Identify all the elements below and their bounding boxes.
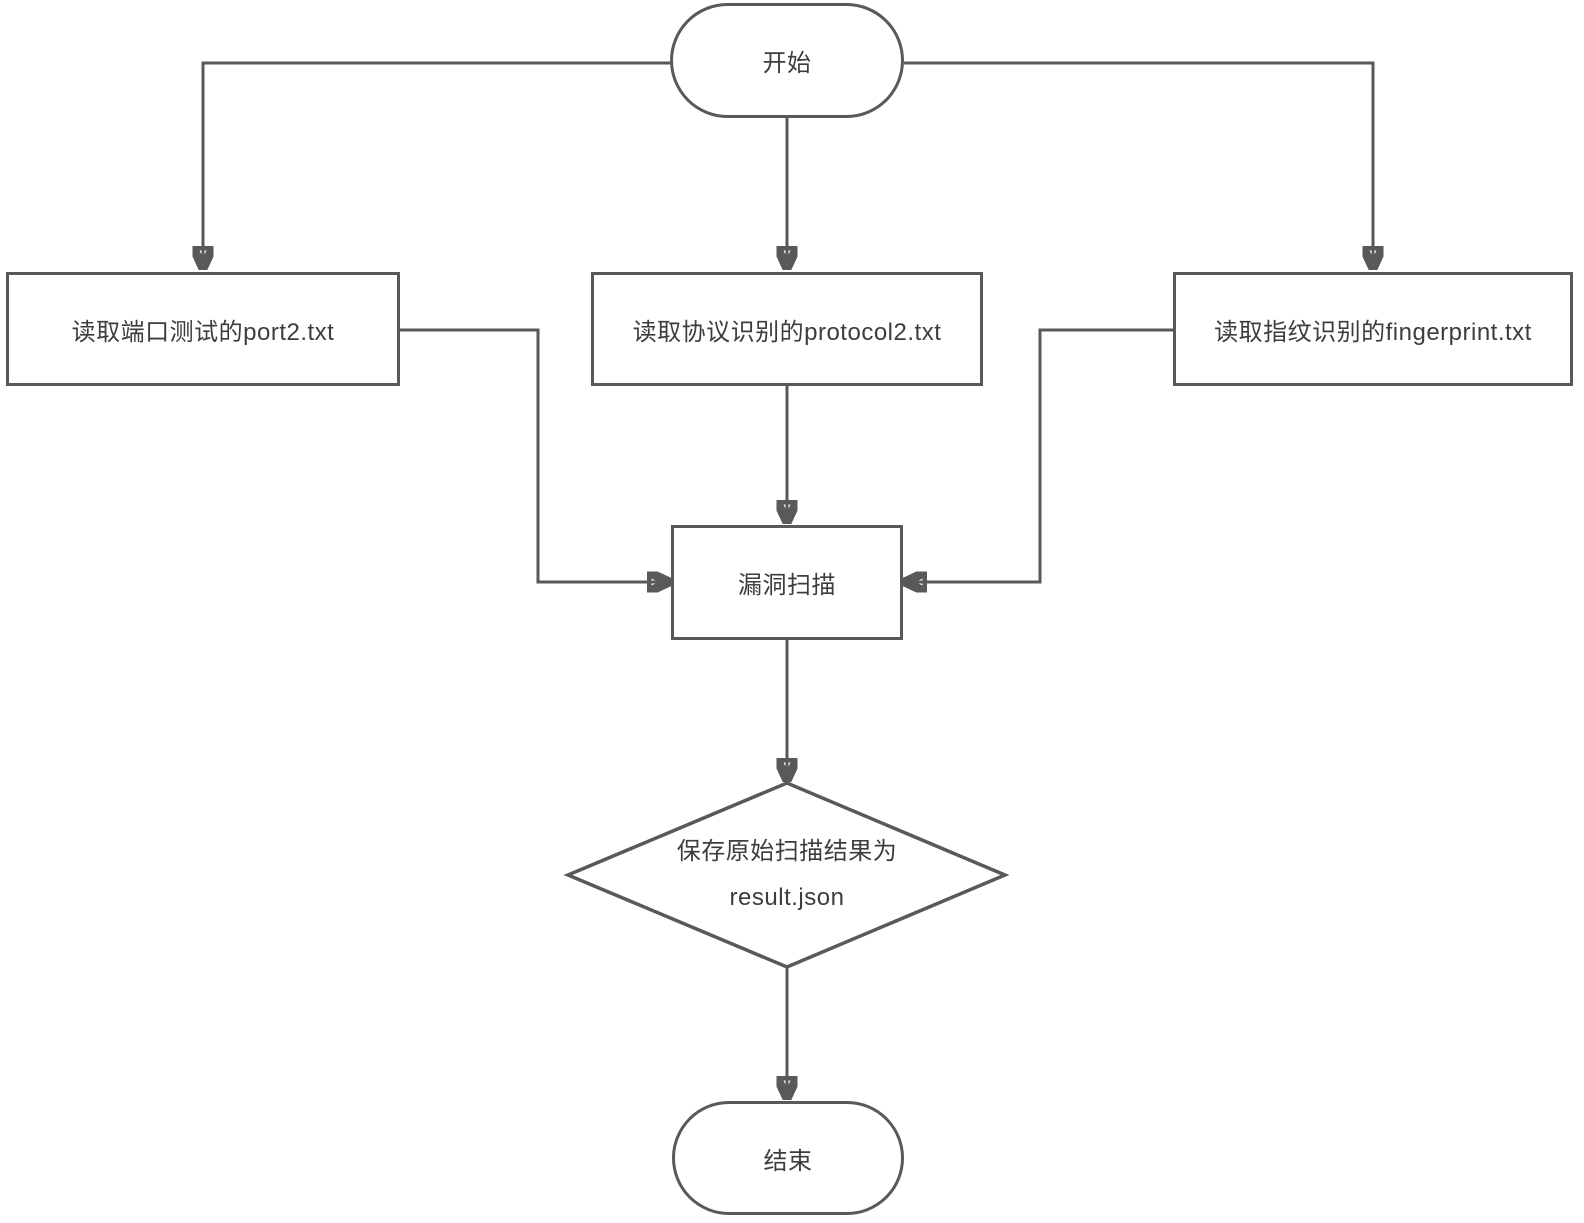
node-start-label: 开始 <box>762 50 812 77</box>
node-read-fingerprint[interactable]: 读取指纹识别的fingerprint.txt <box>1173 272 1573 386</box>
node-end[interactable]: 结束 <box>672 1101 904 1215</box>
node-save-result-label-line1: 保存原始扫描结果为 <box>676 838 898 865</box>
node-save-result-label: 保存原始扫描结果为 result.json <box>587 822 987 928</box>
node-read-protocol-label: 读取协议识别的protocol2.txt <box>632 318 942 346</box>
node-start[interactable]: 开始 <box>670 3 904 118</box>
edge-start-to-read-fingerprint <box>904 61 1373 267</box>
edge-read-fingerprint-to-scan <box>906 328 1173 582</box>
node-scan[interactable]: 漏洞扫描 <box>671 525 903 640</box>
node-read-port-label: 读取端口测试的port2.txt <box>71 318 335 346</box>
edge-start-to-read-port <box>203 61 670 267</box>
node-save-result-label-line2: result.json <box>729 884 845 911</box>
decision-node-shape[interactable] <box>563 781 1010 969</box>
node-end-label: 结束 <box>763 1147 813 1175</box>
node-read-protocol[interactable]: 读取协议识别的protocol2.txt <box>591 272 983 386</box>
node-read-port[interactable]: 读取端口测试的port2.txt <box>6 272 400 386</box>
edge-read-port-to-scan <box>400 328 668 582</box>
node-scan-label: 漏洞扫描 <box>738 572 836 599</box>
node-read-fingerprint-label: 读取指纹识别的fingerprint.txt <box>1214 318 1532 346</box>
